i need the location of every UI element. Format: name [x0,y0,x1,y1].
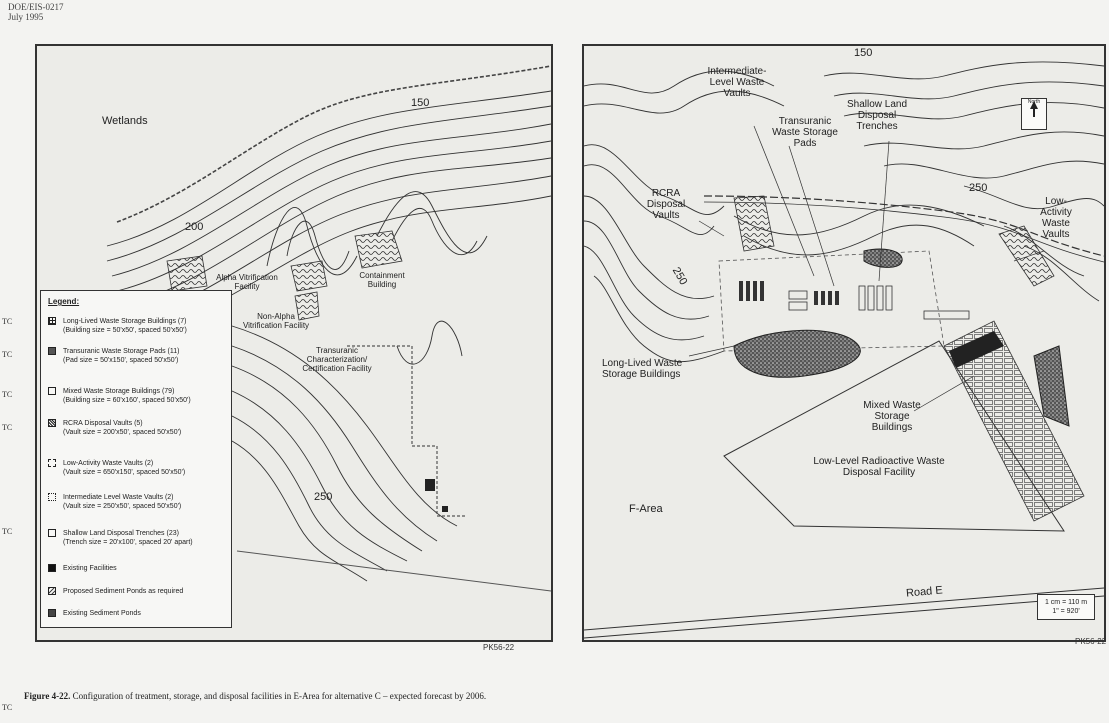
legend-item-detail: (Building size = 50'x50', spaced 50'x50'… [63,327,187,334]
legend-item-detail: (Trench size = 20'x100', spaced 20' apar… [63,539,193,546]
label-non-alpha-vitrification: Non-Alpha Vitrification Facility [242,312,310,330]
label-low-activity-vaults: Low- Activity Waste Vaults [1040,196,1072,240]
right-map-contours [584,61,1104,639]
legend-item-name: Existing Sediment Ponds [63,610,141,617]
right-pk-code: PK56-22 [1075,637,1107,646]
label-transuranic-pads: Transuranic Waste Storage Pads [772,116,838,149]
figure-label: Figure 4-22. [24,691,71,701]
label-llrw-facility: Low-Level Radioactive Waste Disposal Fac… [813,456,945,478]
north-arrow-icon [1030,101,1038,117]
scale-metric: 1 cm = 110 m [1044,599,1088,606]
document-id: DOE/EIS-0217 [8,2,64,12]
legend-item-detail: (Pad size = 50'x150', spaced 50'x50') [63,357,179,364]
legend-item-name: Shallow Land Disposal Trenches (23) [63,530,179,537]
map-scale: 1 cm = 110 m 1" = 920' [1037,594,1095,620]
thin-box-icon [48,529,56,537]
label-long-lived-buildings: Long-Lived Waste Storage Buildings [602,358,683,380]
wave-box-icon [48,587,56,595]
left-pk-code: PK56-22 [483,643,515,652]
margin-mark: TC [2,317,13,326]
contour-label-150: 150 [411,97,430,109]
legend-item-detail: (Vault size = 650'x150', spaced 50'x50') [63,469,186,476]
legend-item-detail: (Vault size = 200'x50', spaced 50'x50') [63,429,182,436]
margin-mark: TC [2,527,13,536]
label-rcra-vaults: RCRA Disposal Vaults [646,188,686,221]
legend-item-name: Existing Facilities [63,565,117,572]
contour-label-200: 200 [185,221,204,233]
legend-item-name: Transuranic Waste Storage Pads (11) [63,348,180,355]
left-map-contours [106,65,551,592]
label-transuranic-characterization: Transuranic Characterization/ Certificat… [302,346,372,373]
legend-item-detail: (Building size = 60'x160', spaced 50'x50… [63,397,191,404]
label-intermediate-vaults: Intermediate- Level Waste Vaults [707,66,767,99]
label-containment-building: Containment Building [359,271,405,289]
contour-label-250: 250 [314,491,333,503]
hatched-box-icon [48,419,56,427]
label-mixed-waste-buildings: Mixed Waste Storage Buildings [863,400,921,433]
right-map-panel: Intermediate- Level Waste Vaults Shallow… [582,44,1106,642]
document-date: July 1995 [8,12,44,22]
map-legend: Legend: Long-Lived Waste Storage Buildin… [40,290,232,628]
label-shallow-land-trenches: Shallow Land Disposal Trenches [846,99,908,132]
stipple-box-icon [48,609,56,617]
legend-item-name: Intermediate Level Waste Vaults (2) [63,494,174,501]
legend-item-name: Low-Activity Waste Vaults (2) [63,460,154,467]
dotted-box-icon [48,493,56,501]
label-wetlands: Wetlands [102,115,148,127]
north-arrow: North [1021,98,1047,130]
label-alpha-vitrification: Alpha Vitrification Facility [216,273,278,291]
legend-title: Legend: [48,297,80,306]
grid-box-icon [48,317,56,325]
margin-mark: TC [2,390,13,399]
legend-item-name: Mixed Waste Storage Buildings (79) [63,388,175,395]
filled-box-icon [48,347,56,355]
legend-item-name: RCRA Disposal Vaults (5) [63,420,143,427]
figure-caption-text: Configuration of treatment, storage, and… [72,691,487,701]
contour-label-150: 150 [854,47,873,59]
scale-imperial: 1" = 920' [1052,608,1080,615]
dashed-box-icon [48,459,56,467]
empty-box-icon [48,387,56,395]
document-header: DOE/EIS-0217 July 1995 [8,2,64,22]
margin-mark: TC [2,423,13,432]
solid-box-icon [48,564,56,572]
label-f-area: F-Area [629,503,663,515]
legend-item-name: Long-Lived Waste Storage Buildings (7) [63,318,187,325]
legend-item-detail: (Vault size = 250'x50', spaced 50'x50') [63,503,182,510]
legend-item-name: Proposed Sediment Ponds as required [63,588,184,595]
margin-mark: TC [2,703,13,712]
margin-mark: TC [2,350,13,359]
contour-label-250: 250 [969,182,988,194]
figure-caption: Figure 4-22. Configuration of treatment,… [24,691,493,702]
